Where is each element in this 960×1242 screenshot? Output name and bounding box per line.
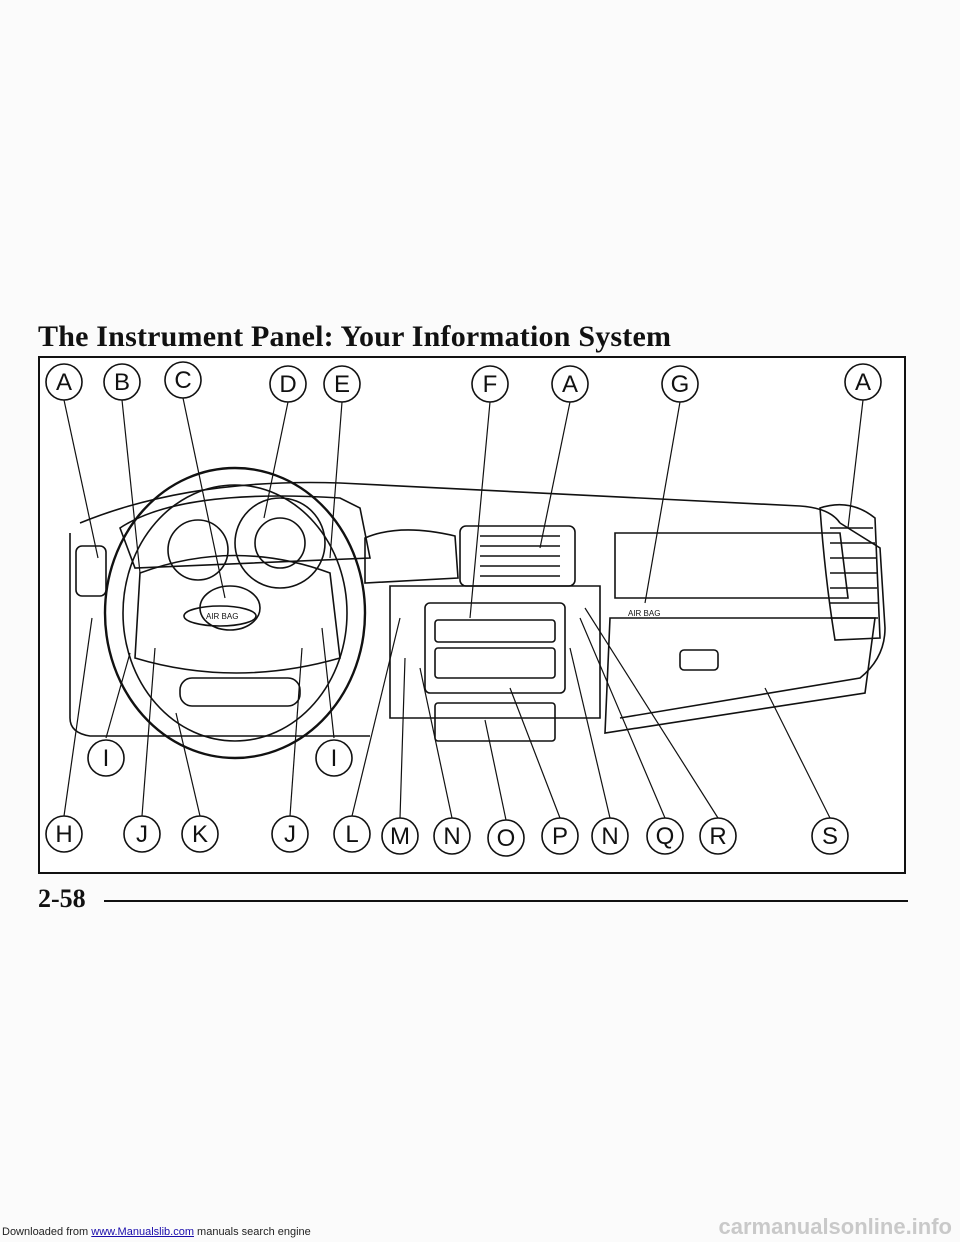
top-callouts: A B C D E F A G A: [45, 361, 882, 403]
footer-prefix: Downloaded from: [2, 1226, 92, 1238]
callout-top-9: A: [844, 363, 882, 401]
svg-text:R: R: [709, 823, 726, 850]
callout-bottom-10: N: [591, 817, 629, 855]
svg-text:J: J: [284, 821, 296, 848]
callout-middle-1: I: [87, 739, 125, 777]
middle-callouts: I I: [87, 739, 353, 777]
callout-bottom-9: P: [541, 817, 579, 855]
callout-bottom-3: K: [181, 815, 219, 853]
svg-text:A: A: [562, 371, 578, 398]
dashboard-illustration: AIR BAG AIR BAG: [45, 361, 886, 857]
callout-middle-2: I: [315, 739, 353, 777]
svg-text:K: K: [192, 821, 208, 848]
svg-text:C: C: [174, 367, 191, 394]
svg-text:S: S: [822, 823, 838, 850]
svg-text:A: A: [56, 369, 72, 396]
callout-top-4: D: [269, 365, 307, 403]
page-title: The Instrument Panel: Your Information S…: [38, 320, 672, 353]
callout-top-5: E: [323, 365, 361, 403]
watermark: carmanualsonline.info: [718, 1214, 953, 1239]
callout-bottom-4: J: [271, 815, 309, 853]
svg-text:H: H: [55, 821, 72, 848]
svg-text:A: A: [855, 369, 871, 396]
manualslib-link[interactable]: www.Manualslib.com: [91, 1226, 194, 1238]
callout-bottom-1: H: [45, 815, 83, 853]
callout-bottom-7: N: [433, 817, 471, 855]
svg-text:L: L: [345, 821, 358, 848]
svg-text:E: E: [334, 371, 350, 398]
dashboard-outline: [69, 466, 886, 760]
svg-text:N: N: [601, 823, 618, 850]
callout-bottom-13: S: [811, 817, 849, 855]
svg-text:O: O: [497, 825, 516, 852]
svg-text:D: D: [279, 371, 296, 398]
svg-text:P: P: [552, 823, 568, 850]
callout-bottom-11: Q: [646, 817, 684, 855]
callout-bottom-2: J: [123, 815, 161, 853]
passenger-airbag-label: AIR BAG: [628, 609, 660, 618]
svg-text:I: I: [103, 745, 110, 772]
download-footer: Downloaded from www.Manualslib.com manua…: [2, 1226, 311, 1238]
callout-top-7: A: [551, 365, 589, 403]
callout-bottom-6: M: [381, 817, 419, 855]
callout-top-1: A: [45, 363, 83, 401]
callout-top-8: G: [661, 365, 699, 403]
callout-top-6: F: [471, 365, 509, 403]
callout-top-2: B: [103, 363, 141, 401]
svg-text:B: B: [114, 369, 130, 396]
svg-text:I: I: [331, 745, 338, 772]
steering-airbag-label: AIR BAG: [206, 612, 238, 621]
leader-lines: [63, 397, 864, 821]
callout-bottom-12: R: [699, 817, 737, 855]
svg-text:G: G: [671, 371, 690, 398]
page-number: 2-58: [38, 884, 86, 913]
svg-text:N: N: [443, 823, 460, 850]
callout-top-3: C: [164, 361, 202, 399]
svg-text:M: M: [390, 823, 410, 850]
footer-suffix: manuals search engine: [193, 1226, 311, 1238]
callout-bottom-8: O: [487, 819, 525, 857]
bottom-callouts: H J K J L M N O P N Q R S: [45, 815, 849, 857]
page-rule: [104, 900, 908, 902]
svg-text:Q: Q: [656, 823, 675, 850]
svg-text:J: J: [136, 821, 148, 848]
svg-text:F: F: [483, 371, 498, 398]
instrument-panel-diagram: AIR BAG AIR BAG: [38, 356, 906, 874]
callout-bottom-5: L: [333, 815, 371, 853]
